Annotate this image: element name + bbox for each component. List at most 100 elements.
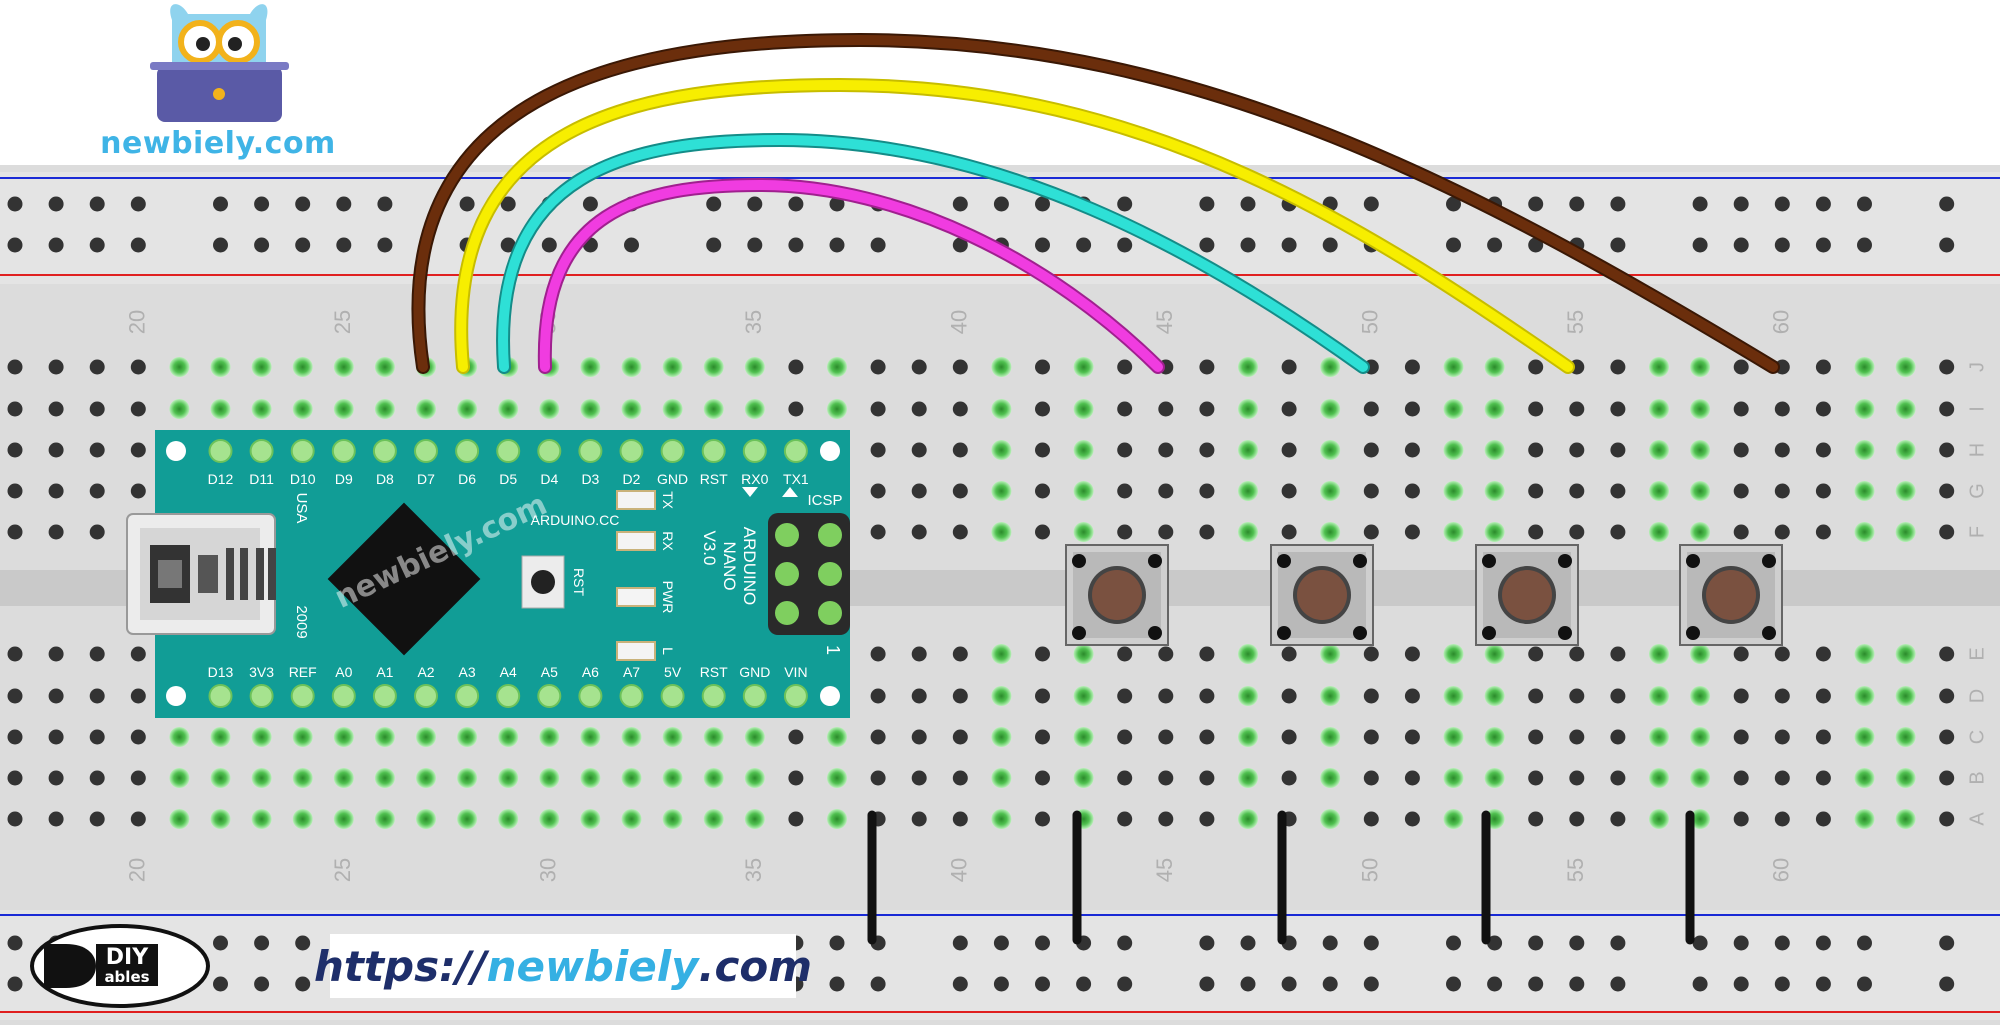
breadboard-hole-active	[169, 727, 190, 747]
usa-label: USA	[293, 493, 310, 524]
breadboard-hole-active	[498, 399, 519, 419]
breadboard-hole	[788, 770, 804, 786]
site-url[interactable]: https://newbiely.com	[314, 934, 812, 998]
column-number: 45	[1152, 858, 1177, 882]
breadboard-hole-active	[1690, 809, 1711, 829]
breadboard-hole-active	[580, 357, 601, 377]
breadboard-hole-active	[1895, 644, 1916, 664]
breadboard-hole-active	[1238, 809, 1258, 829]
breadboard-hole	[1733, 196, 1749, 212]
breadboard-hole	[1569, 811, 1585, 827]
push-button-cap[interactable]	[1092, 570, 1142, 620]
breadboard-hole-active	[703, 809, 724, 829]
breadboard-hole	[89, 196, 105, 212]
breadboard-hole	[500, 237, 516, 253]
breadboard-hole-active	[1320, 768, 1341, 788]
breadboard-hole-active	[1073, 644, 1094, 664]
breadboard-hole	[1815, 811, 1831, 827]
nano-pin-label: A0	[335, 664, 352, 680]
breadboard-hole-active	[991, 481, 1012, 501]
breadboard-hole-active	[621, 768, 642, 788]
breadboard-hole-active	[1895, 399, 1916, 419]
breadboard-hole-active	[1443, 809, 1464, 829]
icsp-pin	[818, 523, 842, 547]
breadboard-hole	[1569, 646, 1585, 662]
column-number: 20	[124, 858, 149, 882]
breadboard-hole-active	[333, 357, 354, 377]
breadboard-hole	[1199, 811, 1215, 827]
breadboard-hole	[1528, 646, 1544, 662]
breadboard-hole	[1281, 483, 1297, 499]
push-button[interactable]	[1270, 544, 1374, 646]
breadboard-hole-active	[539, 727, 560, 747]
breadboard-hole	[1939, 729, 1955, 745]
breadboard-hole-active	[1320, 809, 1341, 829]
breadboard-hole	[336, 196, 352, 212]
breadboard-hole	[1815, 359, 1831, 375]
push-button-cap[interactable]	[1297, 570, 1347, 620]
breadboard-hole	[1076, 237, 1092, 253]
breadboard-hole-active	[1895, 522, 1916, 542]
breadboard-hole	[500, 196, 516, 212]
breadboard-hole	[1815, 401, 1831, 417]
breadboard-hole	[1733, 646, 1749, 662]
diyables-top: DIY	[106, 945, 149, 970]
breadboard-hole	[1117, 688, 1133, 704]
breadboard-hole	[1117, 646, 1133, 662]
breadboard-hole	[1199, 729, 1215, 745]
reset-button-cap[interactable]	[531, 570, 555, 594]
nano-pin	[496, 684, 521, 708]
breadboard-hole-active	[1320, 522, 1341, 542]
breadboard-hole-active	[991, 399, 1012, 419]
push-button[interactable]	[1475, 544, 1579, 646]
breadboard-hole-active	[1649, 809, 1669, 829]
breadboard-hole-active	[1484, 357, 1505, 377]
breadboard-hole	[213, 196, 228, 212]
breadboard-hole	[1610, 359, 1626, 375]
breadboard-hole	[829, 237, 845, 253]
nano-pin-label: D12	[208, 471, 234, 487]
breadboard-hole	[7, 935, 23, 951]
nano-pin-label: A1	[376, 664, 393, 680]
nano-pin	[742, 439, 767, 463]
breadboard-hole	[1363, 442, 1379, 458]
breadboard-hole-active	[210, 809, 231, 829]
breadboard-hole	[1569, 688, 1585, 704]
breadboard-hole	[1117, 359, 1133, 375]
breadboard-hole-active	[1854, 644, 1875, 664]
breadboard-hole-active	[1238, 440, 1258, 460]
breadboard-hole-active	[333, 727, 354, 747]
breadboard-hole	[1117, 976, 1133, 992]
breadboard-hole	[1528, 359, 1544, 375]
nano-pin	[619, 684, 644, 708]
breadboard-hole	[1363, 729, 1379, 745]
breadboard-hole	[1199, 483, 1215, 499]
breadboard-hole-active	[1895, 357, 1916, 377]
column-number: 45	[1152, 310, 1177, 334]
push-button[interactable]	[1065, 544, 1169, 646]
breadboard-hole	[788, 196, 804, 212]
breadboard-hole-active	[1484, 481, 1505, 501]
breadboard-hole	[870, 688, 886, 704]
push-button-cap[interactable]	[1706, 570, 1756, 620]
breadboard-hole	[1281, 359, 1297, 375]
url-prefix: https://	[314, 941, 487, 991]
nano-pin-label: RST	[700, 471, 728, 487]
breadboard-hole	[1281, 401, 1297, 417]
row-letter: D	[1966, 689, 1988, 703]
breadboard-hole-active	[827, 768, 847, 788]
breadboard-hole-active	[498, 727, 519, 747]
push-button[interactable]	[1679, 544, 1783, 646]
push-button-cap[interactable]	[1502, 570, 1552, 620]
breadboard-hole-active	[374, 727, 395, 747]
breadboard-hole	[295, 976, 311, 992]
push-buttons	[1065, 544, 1783, 646]
breadboard-hole	[377, 196, 393, 212]
breadboard-hole	[1733, 688, 1749, 704]
breadboard-hole	[1404, 729, 1420, 745]
nano-pin	[290, 439, 315, 463]
breadboard-hole	[254, 976, 270, 992]
breadboard-hole-active	[416, 727, 436, 747]
